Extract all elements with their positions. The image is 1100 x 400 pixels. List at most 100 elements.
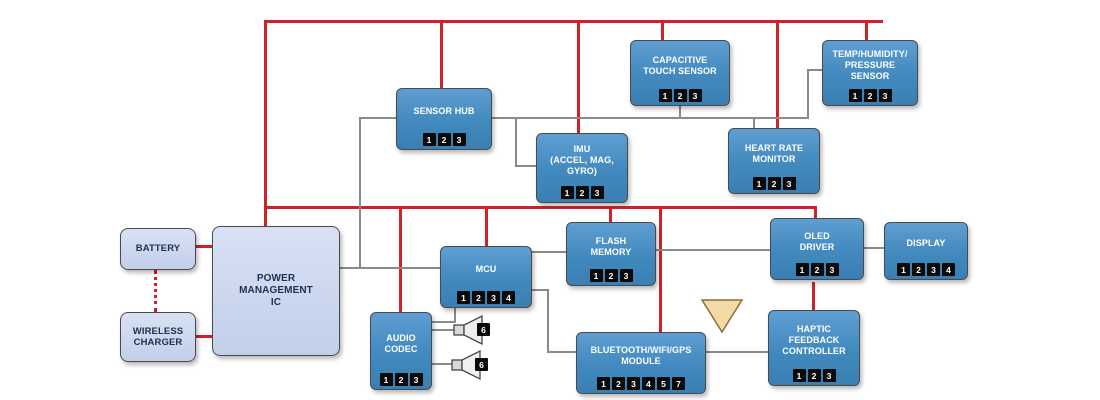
pin-badge: 3 [782, 177, 796, 190]
signal-line [359, 117, 396, 119]
power-line [659, 206, 662, 334]
signal-line [454, 307, 456, 323]
pin-badge: 2 [575, 186, 589, 199]
signal-line [432, 363, 452, 365]
power-line [661, 20, 664, 42]
signal-line [359, 117, 361, 269]
pin-badge: 6 [475, 358, 488, 371]
pin-badge: 1 [379, 373, 393, 386]
signal-line [547, 289, 549, 353]
block-label: IMU (ACCEL, MAG, GYRO) [550, 144, 614, 176]
signal-line [656, 249, 770, 251]
pin-badge: 3 [878, 89, 892, 102]
block-wireless-charger: WIRELESS CHARGER [120, 312, 196, 362]
block-label: CAPACITIVE TOUCH SENSOR [643, 54, 717, 76]
pin-badge: 1 [658, 89, 672, 102]
pin-badge: 5 [657, 377, 670, 390]
pin-badge: 1 [597, 377, 610, 390]
block-label: HAPTIC FEEDBACK CONTROLLER [782, 324, 846, 356]
signal-line [807, 69, 822, 71]
pin-badge: 1 [422, 133, 436, 146]
block-power-management-ic: POWER MANAGEMENT IC [212, 226, 340, 356]
signal-line [532, 251, 566, 253]
pin-badge: 6 [477, 323, 490, 336]
signal-line [807, 69, 809, 119]
pin-badge: 2 [863, 89, 877, 102]
power-line [865, 20, 868, 42]
power-line [609, 206, 612, 224]
power-line [264, 20, 267, 228]
block-label: POWER MANAGEMENT IC [239, 273, 313, 308]
pin-badge: 2 [912, 263, 925, 276]
pin-badge: 2 [673, 89, 687, 102]
pin-badge: 2 [807, 369, 821, 382]
pin-badge: 1 [589, 269, 603, 282]
speaker-icon: 6 [450, 349, 494, 381]
block-label: DISPLAY [906, 238, 946, 249]
pin-badge: 3 [487, 291, 500, 304]
pin-badge: 3 [822, 369, 836, 382]
speaker-icon: 6 [452, 314, 496, 346]
pin-badge: 4 [502, 291, 515, 304]
pin-badge: 1 [848, 89, 862, 102]
pin-badge: 4 [642, 377, 655, 390]
power-line [440, 20, 443, 90]
pin-badge: 1 [897, 263, 910, 276]
pin-badge: 3 [619, 269, 633, 282]
pin-badge: 3 [409, 373, 423, 386]
block-label: HEART RATE MONITOR [744, 142, 804, 164]
power-line-dotted [154, 270, 157, 312]
signal-line [492, 117, 809, 119]
power-line [485, 206, 488, 248]
power-line [265, 206, 817, 209]
power-line [776, 20, 779, 130]
pin-badge: 1 [792, 369, 806, 382]
block-label: OLED DRIVER [799, 230, 835, 252]
block-label: WIRELESS CHARGER [132, 325, 184, 348]
power-line [196, 245, 212, 248]
pin-badge: 1 [752, 177, 766, 190]
pin-badge: 1 [457, 291, 470, 304]
pin-badge: 2 [472, 291, 485, 304]
block-label: AUDIO CODEC [384, 332, 418, 354]
pin-badge: 2 [394, 373, 408, 386]
signal-line [515, 165, 536, 167]
pin-badge: 3 [688, 89, 702, 102]
block-label: FLASH MEMORY [590, 235, 632, 257]
signal-line [864, 247, 884, 249]
pin-badge: 1 [795, 263, 809, 276]
block-label: BLUETOOTH/WIFI/GPS MODULE [590, 344, 692, 366]
signal-line [432, 329, 454, 331]
pin-badge: 3 [627, 377, 640, 390]
pin-badge: 2 [604, 269, 618, 282]
pin-badge: 4 [942, 263, 955, 276]
pin-badge: 3 [927, 263, 940, 276]
power-line [577, 20, 580, 135]
block-label: BATTERY [135, 243, 181, 255]
power-line [265, 20, 883, 23]
signal-line [753, 117, 755, 130]
power-line [196, 335, 212, 338]
signal-line [432, 321, 456, 323]
power-line [812, 282, 815, 312]
